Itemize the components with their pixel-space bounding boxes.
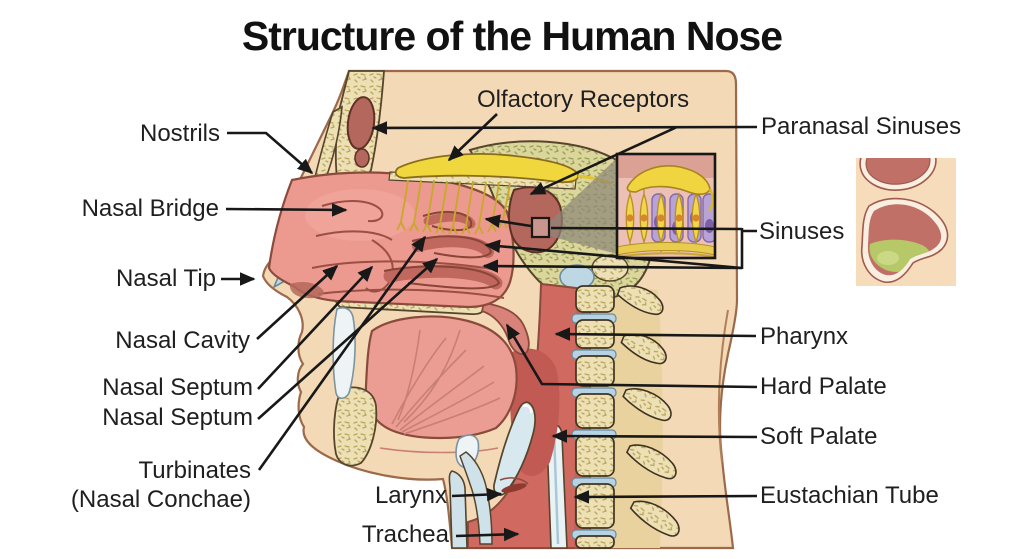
line-hard-palate <box>505 323 758 389</box>
mandible-bone <box>333 386 378 467</box>
label-nasal-septum-1: Nasal Septum <box>102 374 253 401</box>
label-nostrils: Nostrils <box>139 120 220 147</box>
olfactory-bulb <box>394 153 580 184</box>
diagram-title: Structure of the Human Nose <box>241 13 783 59</box>
line-nasal-septum-2 <box>257 257 439 420</box>
line-sinuses-arrow1 <box>484 214 532 228</box>
label-soft-palate: Soft Palate <box>760 423 878 450</box>
sinus-mucus-inset <box>856 158 956 286</box>
line-nasal-bridge <box>225 203 348 217</box>
spinous-processes <box>616 285 680 537</box>
line-trachea <box>455 527 520 542</box>
line-nasal-septum-1 <box>257 265 374 390</box>
label-turbinates: Turbinates <box>138 457 252 484</box>
line-paranasal-sphenoid <box>529 125 678 196</box>
vocal-fold <box>501 483 527 493</box>
label-nasal-septum-2: Nasal Septum <box>102 404 253 431</box>
line-pharynx <box>554 327 757 341</box>
label-nasal-cavity: Nasal Cavity <box>115 327 250 354</box>
line-nostrils <box>227 131 314 175</box>
line-eustachian <box>573 490 758 504</box>
label-eustachian-tube: Eustachian Tube <box>760 482 939 509</box>
olfactory-epithelium-inset <box>615 152 717 260</box>
label-pharynx: Pharynx <box>760 323 849 350</box>
line-sinuses-bracket <box>550 226 757 269</box>
leader-lines <box>221 113 758 542</box>
line-sinuses-arrow3 <box>484 239 743 270</box>
label-sinuses: Sinuses <box>759 218 845 245</box>
trachea-cartilage <box>448 470 468 549</box>
line-soft-palate <box>551 429 758 443</box>
magnifier-cone <box>549 158 617 254</box>
label-hard-palate: Hard Palate <box>760 373 887 400</box>
line-paranasal-frontal <box>371 121 758 135</box>
label-olfactory-receptors: Olfactory Receptors <box>477 86 690 113</box>
label-trachea: Trachea <box>361 521 449 548</box>
line-sinuses-arrow2 <box>482 259 743 273</box>
label-nasal-tip: Nasal Tip <box>115 265 216 292</box>
line-olfactory <box>447 113 498 162</box>
label-turbinates-sub: (Nasal Conchae) <box>70 486 251 513</box>
label-larynx: Larynx <box>374 482 447 509</box>
line-nasal-cavity <box>256 264 339 340</box>
line-turbinates <box>257 235 427 471</box>
upper-incisor <box>332 307 356 400</box>
tongue-striations <box>379 329 501 454</box>
label-nasal-bridge: Nasal Bridge <box>81 195 219 222</box>
label-paranasal-sinuses: Paranasal Sinuses <box>761 113 962 140</box>
zoom-source-box <box>530 216 551 239</box>
tongue <box>364 315 518 440</box>
line-larynx <box>451 487 503 502</box>
hyoid-band <box>459 451 493 545</box>
